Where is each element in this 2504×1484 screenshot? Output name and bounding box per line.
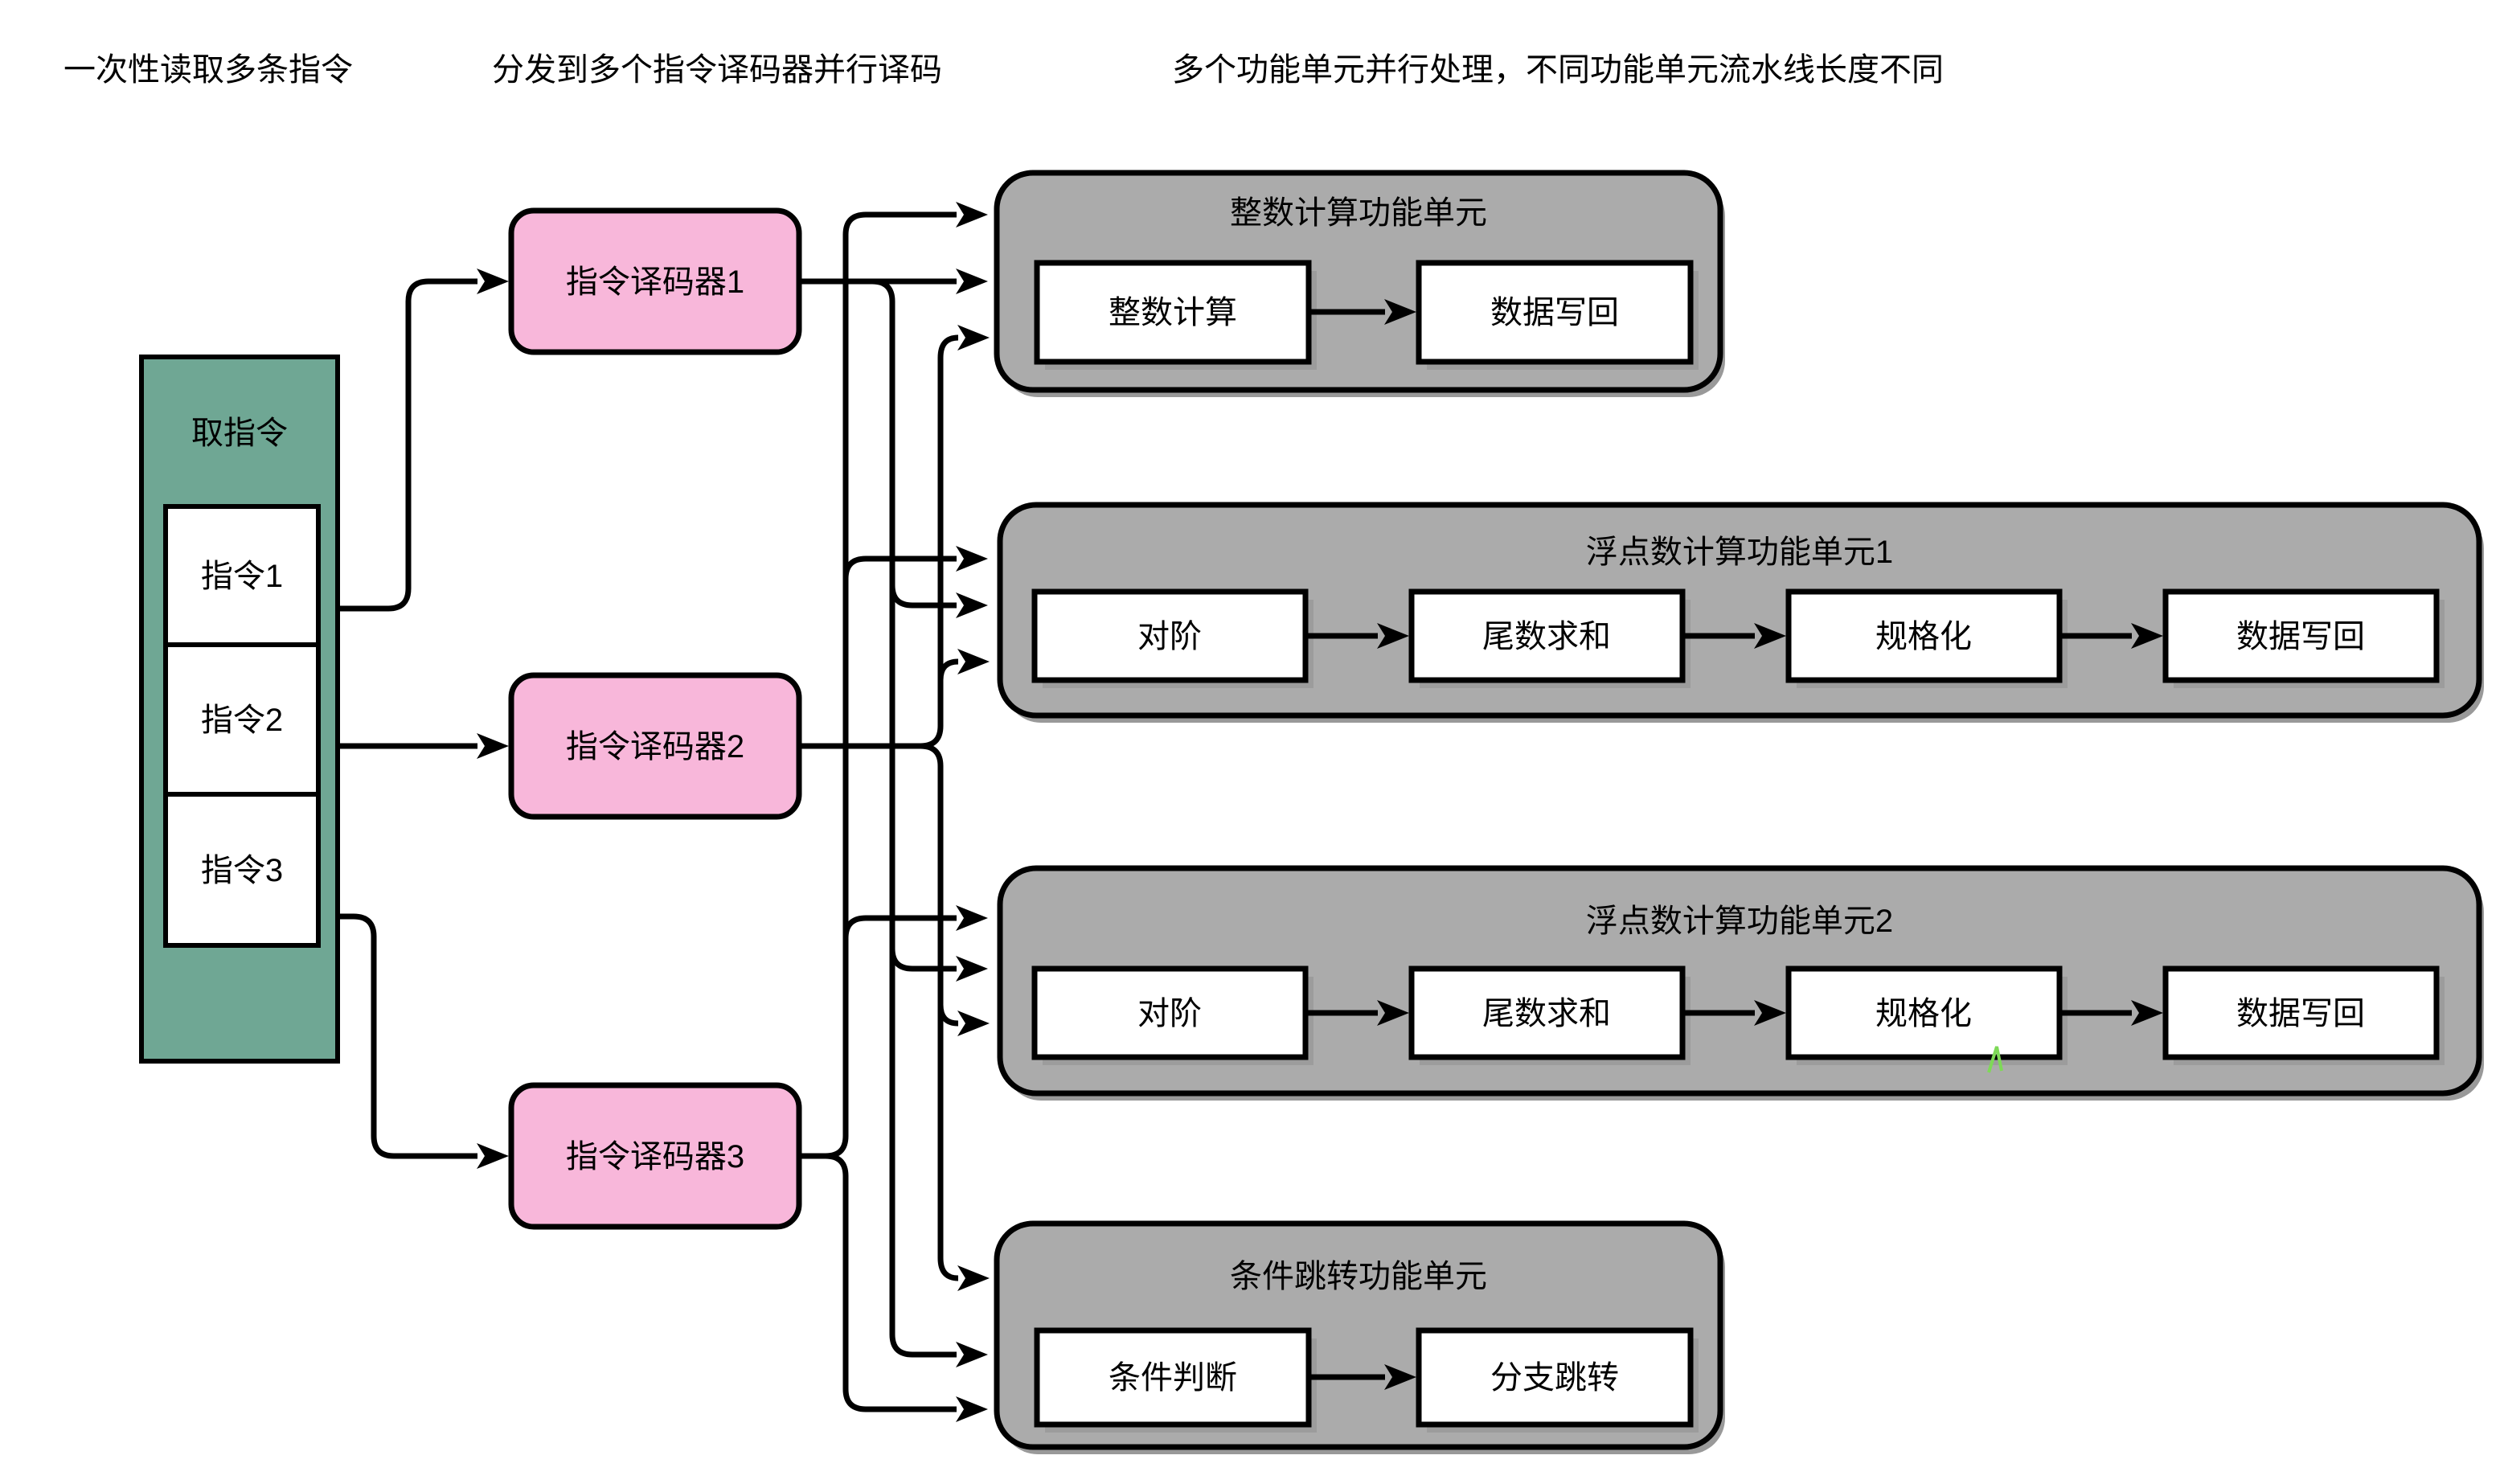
fp1-stage4-label: 数据写回 bbox=[2236, 619, 2365, 654]
green-cursor-mark bbox=[1987, 1046, 2003, 1073]
path-decoder3-branch-fp1 bbox=[842, 546, 988, 580]
fp1-stage4-box bbox=[2162, 588, 2440, 683]
integer-unit-title: 整数计算功能单元 bbox=[1230, 195, 1487, 231]
path-decoder3-up-to-int-unit bbox=[825, 202, 988, 1159]
path-decoder1-trunk-to-cond-unit bbox=[871, 278, 988, 1367]
fetch-to-decoder-connectors bbox=[318, 269, 509, 1169]
int-stage2-label: 数据写回 bbox=[1490, 295, 1619, 330]
decoder1-label: 指令译码器1 bbox=[566, 264, 744, 300]
annotation-units-note: 多个功能单元并行处理，不同功能单元流水线长度不同 bbox=[1172, 52, 1944, 88]
path-decoder3-branch-fp2 bbox=[842, 905, 988, 939]
fp2-stage1-label: 对阶 bbox=[1137, 996, 1202, 1031]
fp-unit-2: 浮点数计算功能单元2 对阶 尾数求和 规格化 数据写回 bbox=[997, 865, 2484, 1101]
fp1-stage3-label: 规格化 bbox=[1875, 619, 1972, 654]
fp1-stage1-box bbox=[1031, 588, 1309, 683]
fp2-unit-box bbox=[997, 865, 2482, 1097]
path-instr3-to-decoder3 bbox=[318, 913, 509, 1169]
int-stage2-box bbox=[1416, 260, 1694, 365]
fp1-stage2-label: 尾数求和 bbox=[1482, 619, 1611, 654]
decoder3-box bbox=[508, 1082, 802, 1230]
annotation-fetch-note: 一次性读取多条指令 bbox=[64, 52, 353, 88]
fp2-stage4-box bbox=[2162, 965, 2440, 1060]
decoder2-box bbox=[508, 672, 802, 820]
annotation-decode-note: 分发到多个指令译码器并行译码 bbox=[492, 52, 942, 88]
path-decoder1-branch-fp2 bbox=[889, 948, 988, 982]
int-stage1-box bbox=[1034, 260, 1312, 365]
int-stage1-label: 整数计算 bbox=[1109, 295, 1237, 330]
fp1-stage1-label: 对阶 bbox=[1137, 619, 1202, 654]
cond-jump-unit: 条件跳转功能单元 条件判断 分支跳转 bbox=[994, 1220, 1725, 1454]
cond-stage2-box bbox=[1416, 1327, 1694, 1428]
path-decoder2-branch-fp1 bbox=[937, 649, 990, 681]
fetch-unit: 取指令 指令1 指令2 指令3 bbox=[139, 355, 340, 1064]
fetch-unit-title: 取指令 bbox=[191, 416, 288, 451]
path-decoder2-up-to-int-unit bbox=[920, 325, 990, 749]
fp1-unit-box bbox=[997, 502, 2482, 719]
instruction3-label: 指令3 bbox=[201, 853, 283, 888]
fp2-stage3-label: 规格化 bbox=[1875, 996, 1972, 1031]
decoder1-box bbox=[508, 207, 802, 355]
path-instr1-to-decoder1 bbox=[318, 269, 509, 612]
cond-unit-title: 条件跳转功能单元 bbox=[1230, 1259, 1487, 1294]
fp2-stage1-box bbox=[1031, 965, 1309, 1060]
fp2-stage2-label: 尾数求和 bbox=[1482, 996, 1611, 1031]
path-decoder3-down-to-cond-unit bbox=[825, 1153, 988, 1422]
decoder-to-unit-connectors bbox=[799, 202, 990, 1422]
fp-unit-1: 浮点数计算功能单元1 对阶 尾数求和 规格化 数据写回 bbox=[997, 502, 2484, 723]
path-decoder1-branch-fp1 bbox=[889, 584, 988, 618]
instruction3-box bbox=[163, 792, 321, 948]
instruction2-label: 指令2 bbox=[201, 703, 283, 738]
cond-stage1-label: 条件判断 bbox=[1109, 1360, 1237, 1396]
path-decoder2-branch-fp2 bbox=[937, 1004, 990, 1036]
fp2-unit-title: 浮点数计算功能单元2 bbox=[1586, 904, 1893, 939]
decoder3-label: 指令译码器3 bbox=[566, 1139, 744, 1174]
fp1-unit-title: 浮点数计算功能单元1 bbox=[1586, 535, 1893, 570]
fp1-stage2-box bbox=[1408, 588, 1686, 683]
fp2-stage4-label: 数据写回 bbox=[2236, 996, 2365, 1031]
fp2-stage2-box bbox=[1408, 965, 1686, 1060]
instruction1-label: 指令1 bbox=[201, 559, 283, 594]
decoders: 指令译码器1 指令译码器2 指令译码器3 bbox=[508, 207, 802, 1230]
cond-stage2-label: 分支跳转 bbox=[1490, 1360, 1619, 1396]
annotations: 一次性读取多条指令 分发到多个指令译码器并行译码 多个功能单元并行处理，不同功能… bbox=[64, 52, 1944, 88]
fp1-stage3-box bbox=[1785, 588, 2063, 683]
decoder2-label: 指令译码器2 bbox=[566, 729, 744, 765]
integer-unit: 整数计算功能单元 整数计算 数据写回 bbox=[994, 170, 1725, 397]
